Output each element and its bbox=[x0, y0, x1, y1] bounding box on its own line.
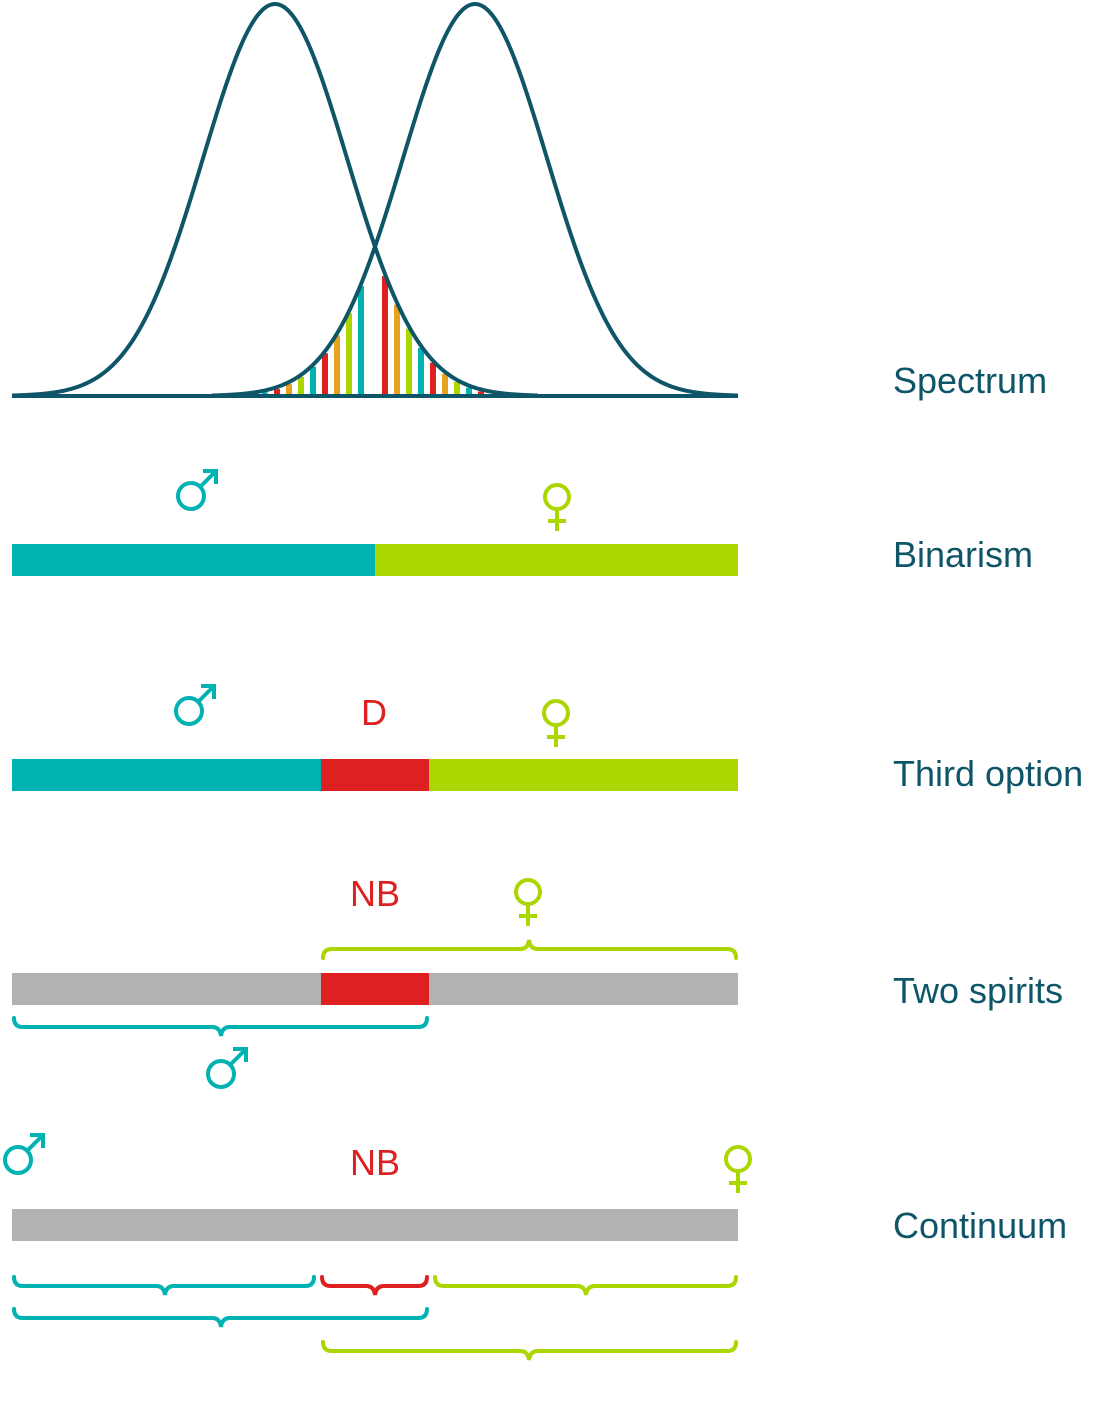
male-distribution-curve bbox=[11, 2, 539, 398]
female-symbol-icon bbox=[514, 878, 542, 928]
third-option-middle-label: D bbox=[361, 692, 387, 733]
non-binary-overlap-bar bbox=[321, 973, 429, 1005]
continuum-middle-label: NB bbox=[350, 1142, 400, 1183]
non-binary-range-brace bbox=[320, 1275, 429, 1296]
row-label-binarism: Binarism bbox=[893, 534, 1033, 575]
row-label-continuum: Continuum bbox=[893, 1205, 1067, 1246]
overlap-stripes bbox=[262, 275, 496, 396]
row-label-two-spirits: Two spirits bbox=[893, 970, 1063, 1011]
third-bar bbox=[321, 759, 429, 791]
female-symbol-icon bbox=[542, 699, 570, 749]
female-distribution-curve bbox=[211, 2, 739, 398]
female-symbol-icon bbox=[724, 1145, 752, 1195]
male-range-brace bbox=[12, 1016, 429, 1037]
row-label-third-option: Third option bbox=[893, 753, 1083, 794]
continuum-row: NB Continuum bbox=[3, 1133, 1067, 1361]
female-range-brace bbox=[321, 939, 738, 960]
male-bar bbox=[12, 759, 321, 791]
male-symbol-icon bbox=[3, 1133, 45, 1175]
male-range-brace bbox=[12, 1275, 316, 1296]
female-symbol-icon bbox=[543, 483, 571, 533]
male-bar bbox=[12, 544, 375, 576]
male-symbol-icon bbox=[206, 1047, 248, 1089]
two-spirits-row: NB Two spirits bbox=[12, 873, 1063, 1089]
continuum-bar bbox=[12, 1209, 738, 1241]
female-extended-range-brace bbox=[321, 1340, 738, 1361]
row-label-spectrum: Spectrum bbox=[893, 360, 1047, 401]
third-option-row: D Third option bbox=[12, 684, 1083, 794]
two-spirits-middle-label: NB bbox=[350, 873, 400, 914]
female-bar bbox=[375, 544, 738, 576]
female-range-brace bbox=[433, 1275, 738, 1296]
spectrum-row: Spectrum bbox=[11, 2, 1047, 401]
male-symbol-icon bbox=[174, 684, 216, 726]
binarism-row: Binarism bbox=[12, 469, 1033, 576]
female-bar bbox=[429, 759, 738, 791]
male-extended-range-brace bbox=[12, 1307, 429, 1328]
male-symbol-icon bbox=[176, 469, 218, 511]
